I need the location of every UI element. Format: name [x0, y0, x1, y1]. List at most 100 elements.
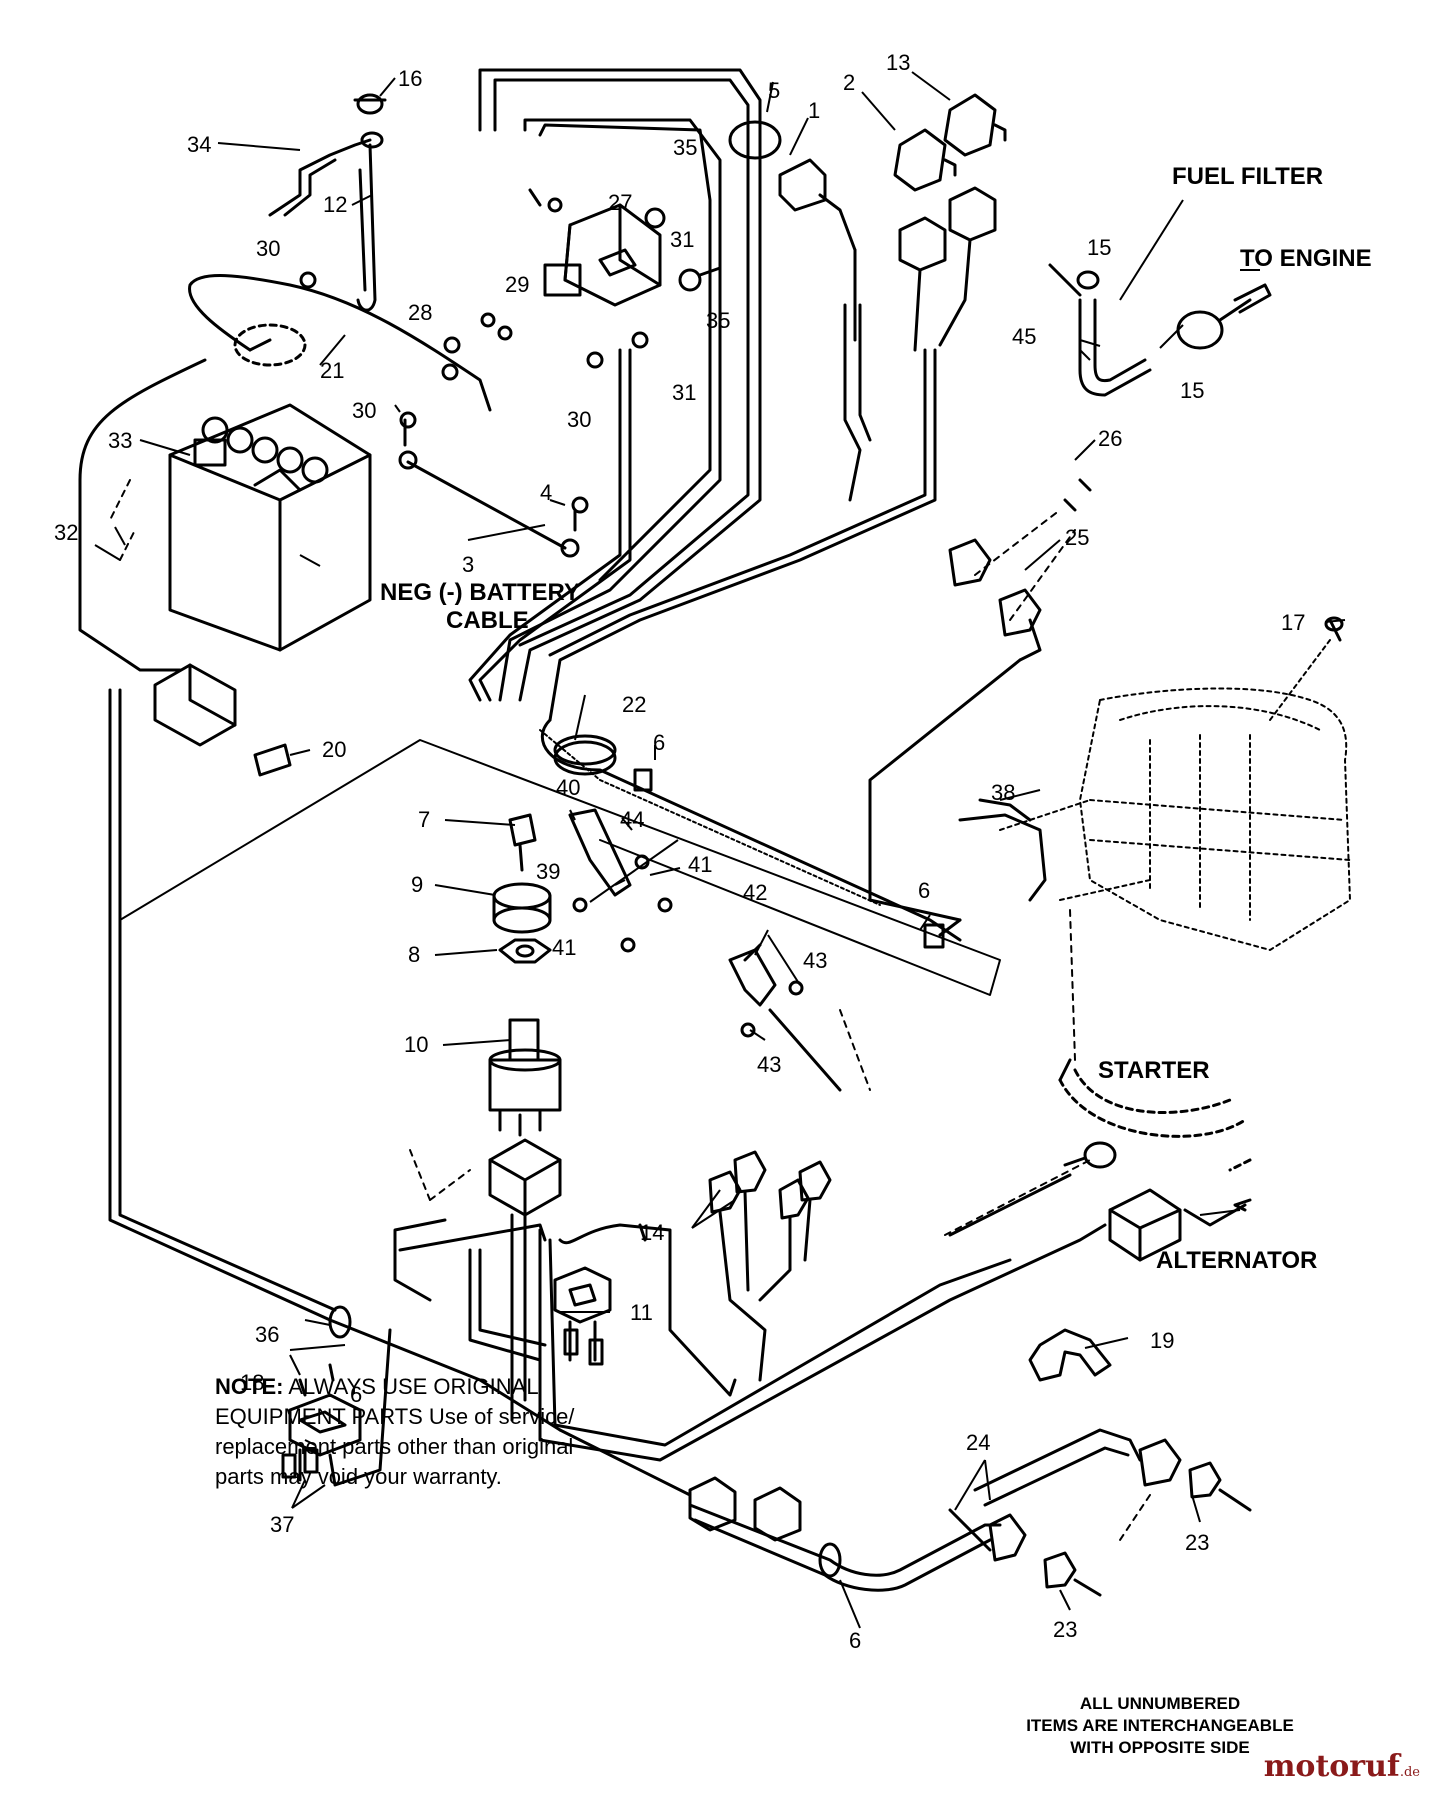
note-block: NOTE: ALWAYS USE ORIGINAL EQUIPMENT PART… — [215, 1372, 655, 1492]
callout-23a: 23 — [1185, 1530, 1209, 1555]
callout-11: 11 — [630, 1300, 653, 1325]
dash-panel — [119, 739, 1001, 996]
callout-30a: 30 — [256, 236, 280, 261]
callout-8: 8 — [408, 942, 420, 967]
callout-34: 34 — [187, 132, 211, 157]
holddown-34 — [268, 138, 372, 217]
callout-40: 40 — [556, 775, 580, 800]
callout-35b: 35 — [706, 308, 730, 333]
callout-45: 45 — [1012, 324, 1036, 349]
callout-20: 20 — [322, 737, 346, 762]
label-neg-battery: NEG (-) BATTERY — [380, 579, 580, 606]
callout-21: 21 — [320, 358, 344, 383]
label-fuel-filter: FUEL FILTER — [1172, 163, 1323, 190]
callout-6a: 6 — [653, 730, 665, 755]
battery — [168, 403, 372, 652]
callout-35a: 35 — [673, 135, 697, 160]
callout-36: 36 — [255, 1322, 279, 1347]
fuel-line — [1048, 263, 1272, 397]
brand-suffix: .de — [1399, 1765, 1420, 1780]
callout-26: 26 — [1098, 426, 1122, 451]
nut-8 — [498, 938, 552, 964]
callout-43a: 43 — [803, 948, 827, 973]
brand-watermark: motoruf.de — [1264, 1749, 1420, 1784]
callout-43b: 43 — [757, 1052, 781, 1077]
label-starter: STARTER — [1098, 1057, 1210, 1084]
callout-23b: 23 — [1053, 1617, 1077, 1642]
clamp-19 — [1028, 1328, 1112, 1382]
connector-20 — [153, 663, 292, 777]
callout-25: 25 — [1065, 525, 1089, 550]
callout-10: 10 — [404, 1032, 428, 1057]
callout-18: 18 — [240, 1370, 264, 1395]
switches-2-13 — [893, 93, 1007, 352]
callout-6d: 6 — [849, 1628, 861, 1653]
brand-name: motoruf — [1263, 1749, 1400, 1784]
callout-5: 5 — [768, 78, 780, 103]
callout-30c: 30 — [567, 407, 591, 432]
lower-connectors — [558, 1428, 842, 1578]
callout-29: 29 — [505, 272, 529, 297]
callout-2: 2 — [843, 70, 855, 95]
switch-11 — [553, 1266, 612, 1366]
solenoid — [528, 188, 662, 307]
callout-42: 42 — [743, 880, 767, 905]
connector-25-26 — [868, 478, 1092, 922]
callout-44: 44 — [620, 807, 644, 832]
callout-30b: 30 — [352, 398, 376, 423]
callout-41a: 41 — [688, 852, 712, 877]
harness-left — [78, 358, 207, 672]
regulator-18 — [281, 1305, 392, 1487]
callout-6c: 6 — [350, 1382, 362, 1407]
callout-19: 19 — [1150, 1328, 1174, 1353]
callout-1: 1 — [808, 98, 820, 123]
label-to-engine: TO ENGINE — [1240, 245, 1372, 272]
throttle-bracket — [568, 808, 842, 1092]
ignition-key — [508, 813, 537, 872]
callout-17: 17 — [1281, 610, 1305, 635]
positive-cable — [188, 274, 492, 412]
callout-15a: 15 — [1087, 235, 1111, 260]
callout-37: 37 — [270, 1512, 294, 1537]
callout-9: 9 — [411, 872, 423, 897]
ignition-switch — [488, 1018, 562, 1137]
callout-38: 38 — [991, 780, 1015, 805]
footnote-line-2: ITEMS ARE INTERCHANGEABLE — [1026, 1716, 1294, 1735]
switch-plug — [488, 1138, 562, 1422]
callout-3: 3 — [462, 552, 474, 577]
label-alternator: ALTERNATOR — [1156, 1247, 1317, 1274]
callout-33: 33 — [108, 428, 132, 453]
callout-39: 39 — [536, 859, 560, 884]
callout-16: 16 — [398, 66, 422, 91]
callout-41b: 41 — [552, 935, 576, 960]
footnote-line-1: ALL UNNUMBERED — [1079, 1694, 1241, 1713]
callout-22: 22 — [622, 692, 646, 717]
label-neg-battery-cable: CABLE — [446, 607, 529, 634]
callout-13: 13 — [886, 50, 910, 75]
callout-31b: 31 — [672, 380, 696, 405]
callout-32: 32 — [54, 520, 78, 545]
callout-4: 4 — [540, 480, 552, 505]
connectors-14 — [708, 1150, 832, 1382]
callout-6b: 6 — [918, 878, 930, 903]
callout-15b: 15 — [1180, 378, 1204, 403]
note-line-4: parts may void your warranty. — [215, 1464, 502, 1489]
footnote-line-3: WITH OPPOSITE SIDE — [1070, 1738, 1250, 1757]
engine — [999, 639, 1351, 951]
footnote-block: ALL UNNUMBERED ITEMS ARE INTERCHANGEABLE… — [985, 1693, 1335, 1759]
note-lead: NOTE: — [215, 1374, 284, 1399]
callout-24: 24 — [966, 1430, 990, 1455]
callout-12: 12 — [323, 192, 347, 217]
callout-27: 27 — [608, 190, 632, 215]
note-line-2: EQUIPMENT PARTS Use of service/ — [215, 1404, 575, 1429]
note-line-3: replacement parts other than original — [215, 1434, 574, 1459]
callout-31a: 31 — [670, 227, 694, 252]
sensors-23 — [988, 1438, 1252, 1597]
callout-28: 28 — [408, 300, 432, 325]
callout-14: 14 — [640, 1220, 664, 1245]
callout-7: 7 — [418, 807, 430, 832]
starter — [948, 1058, 1252, 1237]
nut-9 — [492, 882, 552, 934]
